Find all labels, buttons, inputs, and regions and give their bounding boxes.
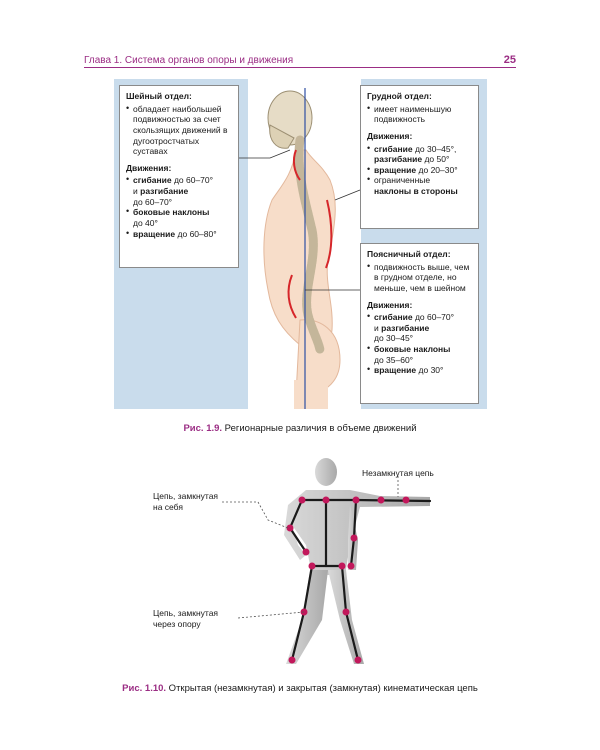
spine — [294, 135, 325, 355]
leader-closed-support — [237, 611, 305, 619]
cervical-lateral: боковые наклоны — [133, 207, 210, 218]
thoracic-movements-title: Движения: — [367, 130, 413, 141]
figure-1-9-caption-text: Регионарные различия в объеме движений — [222, 423, 417, 434]
lumbar-movements-title: Движения: — [367, 299, 413, 310]
figure-1-10-caption: Рис. 1.10. Открытая (незамкнутая) и закр… — [0, 683, 600, 694]
label-closed-self-line1: Цепь, замкнутая — [153, 491, 219, 501]
header-rule — [84, 67, 516, 68]
joint-elbow-right — [350, 534, 358, 542]
figure-torso — [284, 490, 430, 575]
label-closed-self: Цепь, замкнутая на себя — [153, 491, 218, 513]
lumbar-rotation-range: до 30° — [418, 365, 444, 376]
arm-line — [354, 498, 432, 503]
cervical-rotation: вращение — [133, 228, 176, 239]
lumbar-curve-marker — [287, 274, 297, 319]
lumbar-info-box: Поясничный отдел: •подвижность выше, чем… — [360, 243, 479, 404]
lumbar-rotation: вращение — [374, 365, 417, 376]
cervical-extension-range: до 60–70° — [133, 196, 173, 207]
joint-elbow-extended — [377, 496, 385, 504]
leader-closed-self — [222, 501, 289, 529]
joint-knee-right — [342, 608, 350, 616]
label-open-chain: Незамкнутая цепь — [362, 468, 434, 478]
thoracic-rotation-range: до 20–30° — [418, 164, 458, 175]
joint-ankle-left — [288, 656, 296, 664]
cervical-lateral-range: до 40° — [133, 217, 158, 228]
page-number: 25 — [503, 54, 516, 66]
joint-hip-right — [338, 562, 346, 570]
joint-shoulder-right — [352, 496, 360, 504]
thoracic-leader — [334, 189, 361, 201]
lumbar-flexion-range: до 60–70° — [414, 312, 455, 323]
lumbar-lateral-range: до 35–60° — [374, 354, 414, 365]
figure-1-9-caption: Рис. 1.9. Регионарные различия в объеме … — [0, 423, 600, 434]
cervical-info-box: Шейный отдел: •обладает наибольшей подви… — [119, 85, 239, 268]
thoracic-bullet: имеет наименьшую подвижность — [374, 103, 452, 125]
jaw — [269, 124, 295, 149]
thoracic-lateral: наклоны в стороны — [374, 186, 458, 196]
joint-elbow-left — [286, 524, 294, 532]
cervical-curve-marker — [292, 149, 301, 181]
joint-hand-right — [347, 562, 355, 570]
joint-hip-left — [308, 562, 316, 570]
thoracic-extension-range: до 50° — [424, 154, 450, 165]
cervical-flexion-range: до 60–70° — [173, 175, 214, 186]
cervical-bullet: обладает наибольшей подвижностью за счет… — [133, 103, 228, 157]
lumbar-and: и — [374, 322, 379, 333]
lumbar-title: Поясничный отдел: — [367, 249, 451, 259]
joint-ankle-right — [354, 656, 362, 664]
cervical-leader — [239, 149, 291, 159]
lumbar-lateral: боковые наклоны — [374, 344, 451, 354]
cervical-rotation-range: до 60–80° — [177, 228, 217, 239]
figure-1-9-caption-label: Рис. 1.9. — [183, 423, 223, 434]
joint-hand-left — [302, 548, 310, 556]
thoracic-limited: ограниченные — [374, 175, 431, 186]
cervical-title: Шейный отдел: — [126, 91, 192, 101]
cervical-and: и — [133, 186, 138, 196]
lumbar-extension-range: до 30–45° — [374, 333, 414, 344]
joint-knee-left — [300, 608, 308, 616]
lumbar-flexion: сгибание — [374, 312, 413, 323]
chapter-title: Глава 1. Система органов опоры и движени… — [84, 55, 294, 66]
thoracic-extension: разгибание — [374, 154, 423, 165]
figure-left-leg — [286, 570, 328, 664]
cervical-flexion: сгибание — [133, 175, 172, 186]
figure-right-leg — [328, 570, 364, 664]
label-closed-support: Цепь, замкнутая через опору — [153, 608, 218, 630]
joint-shoulder-left — [298, 496, 306, 504]
lumbar-bullet: подвижность выше, чем в грудном отделе, … — [374, 261, 470, 293]
label-closed-support-line1: Цепь, замкнутая — [153, 608, 219, 618]
thoracic-title: Грудной отдел: — [367, 91, 432, 101]
joint-neck — [322, 496, 330, 504]
cervical-extension: разгибание — [140, 186, 189, 196]
thoracic-flexion-range: до 30–45°, — [414, 143, 457, 154]
lumbar-extension: разгибание — [381, 322, 430, 333]
figure-1-10-caption-label: Рис. 1.10. — [122, 683, 167, 694]
legs-silhouette — [294, 380, 328, 409]
thoracic-curve-marker — [325, 199, 333, 269]
label-closed-self-line2: на себя — [153, 502, 183, 513]
thoracic-rotation: вращение — [374, 164, 417, 175]
figure-1-10-caption-text: Открытая (незамкнутая) и закрытая (замкн… — [166, 683, 478, 694]
thoracic-flexion: сгибание — [374, 143, 413, 154]
thoracic-info-box: Грудной отдел: •имеет наименьшую подвижн… — [360, 85, 479, 229]
joint-wrist-extended — [402, 496, 410, 504]
cervical-movements-title: Движения: — [126, 162, 172, 173]
figure-head — [315, 458, 337, 486]
label-closed-support-line2: через опору — [153, 619, 201, 630]
